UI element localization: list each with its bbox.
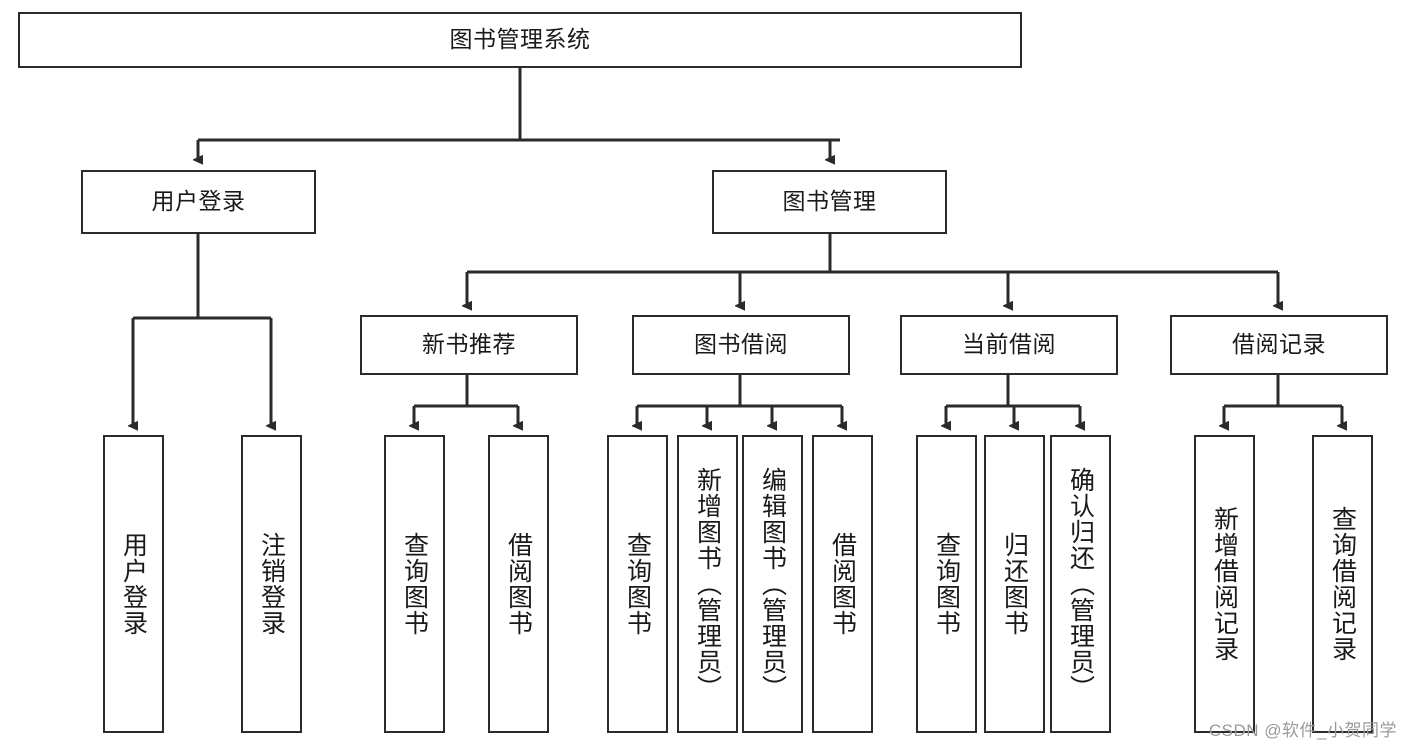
node-book-manage[interactable]: 图书管理 — [712, 170, 947, 234]
node-label: 新增借阅记录 — [1210, 506, 1239, 662]
node-label: 确认归还（管理员） — [1066, 467, 1095, 701]
node-label: 用户登录 — [151, 188, 246, 215]
leaf-edit-book-admin[interactable]: 编辑图书（管理员） — [742, 435, 803, 733]
node-label: 注销登录 — [257, 532, 286, 636]
leaf-logout-login[interactable]: 注销登录 — [241, 435, 302, 733]
leaf-return-book[interactable]: 归还图书 — [984, 435, 1045, 733]
leaf-confirm-return-admin[interactable]: 确认归还（管理员） — [1050, 435, 1111, 733]
leaf-borrow-book[interactable]: 借阅图书 — [812, 435, 873, 733]
leaf-query-book-current[interactable]: 查询图书 — [916, 435, 977, 733]
leaf-add-book-admin[interactable]: 新增图书（管理员） — [677, 435, 738, 733]
node-label: 借阅图书 — [828, 532, 857, 636]
node-label: 图书管理系统 — [449, 26, 591, 53]
node-label: 查询图书 — [623, 532, 652, 636]
leaf-borrow-book-recommend[interactable]: 借阅图书 — [488, 435, 549, 733]
leaf-query-borrow-record[interactable]: 查询借阅记录 — [1312, 435, 1373, 733]
node-book-management-system[interactable]: 图书管理系统 — [18, 12, 1022, 68]
node-book-borrow[interactable]: 图书借阅 — [632, 315, 850, 375]
node-label: 当前借阅 — [962, 331, 1056, 358]
node-label: 借阅记录 — [1232, 331, 1326, 358]
node-current-borrow[interactable]: 当前借阅 — [900, 315, 1118, 375]
node-label: 查询图书 — [400, 532, 429, 636]
node-label: 借阅图书 — [504, 532, 533, 636]
leaf-add-borrow-record[interactable]: 新增借阅记录 — [1194, 435, 1255, 733]
leaf-user-login[interactable]: 用户登录 — [103, 435, 164, 733]
node-label: 图书管理 — [782, 188, 877, 215]
node-label: 用户登录 — [119, 532, 148, 636]
node-label: 编辑图书（管理员） — [758, 467, 787, 701]
node-borrow-record[interactable]: 借阅记录 — [1170, 315, 1388, 375]
node-label: 新增图书（管理员） — [693, 467, 722, 701]
leaf-query-book-borrow[interactable]: 查询图书 — [607, 435, 668, 733]
node-user-login[interactable]: 用户登录 — [81, 170, 316, 234]
node-label: 图书借阅 — [694, 331, 788, 358]
csdn-watermark: CSDN @软件_小贺同学 — [1208, 721, 1397, 740]
node-label: 查询借阅记录 — [1328, 506, 1357, 662]
node-label: 新书推荐 — [422, 331, 516, 358]
node-label: 归还图书 — [1000, 532, 1029, 636]
leaf-query-book-recommend[interactable]: 查询图书 — [384, 435, 445, 733]
node-new-book-recommend[interactable]: 新书推荐 — [360, 315, 578, 375]
node-label: 查询图书 — [932, 532, 961, 636]
